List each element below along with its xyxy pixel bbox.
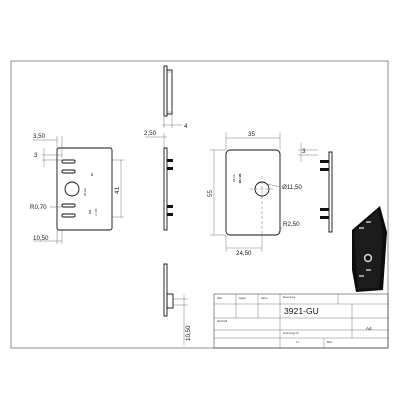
isometric-preview [352, 206, 387, 292]
front-view-left: 64 Ø6 mm S,8 17,108 3,50 3 R0,70 41 10,5… [30, 133, 124, 244]
dim-hole-diameter: Ø11,50 [282, 184, 302, 191]
title-block-label: Blatt [327, 341, 332, 344]
bottom-plate [163, 263, 168, 317]
dim-bottom-offset: 10,50 [33, 235, 49, 242]
title-block-label: Zeichnungs-Nr. [283, 332, 300, 335]
dim-side-width: 2,50 [144, 130, 157, 137]
dim-bottom-view: 10,50 [185, 325, 192, 341]
sheet-size: A4 [366, 326, 372, 331]
top-view: 4 [162, 65, 188, 130]
slot [61, 213, 76, 218]
sheet-border [10, 60, 389, 349]
title-block-label: Werkstoff [217, 320, 227, 323]
dim-side-depth: 4 [184, 123, 188, 130]
dim-hole-offset: 24,50 [236, 250, 252, 257]
side-view-right [320, 151, 333, 233]
engraving-text: S,8 [88, 210, 92, 214]
side-plate [163, 147, 168, 231]
dim-corner-radius-right: R2,50 [283, 221, 300, 228]
title-block: Maß Datum Name Werkstoff Benennung Zeich… [213, 293, 389, 349]
slot [61, 169, 76, 174]
drawing-number: 3921-GU [284, 306, 319, 316]
title-block-label: Benennung [283, 296, 296, 299]
dim-slot-height: 3 [34, 152, 38, 159]
title-block-label: Maß [217, 297, 222, 300]
side-view: 2,50 [144, 130, 173, 231]
slot [61, 203, 76, 208]
title-block-label: Name [261, 297, 268, 300]
dim-width: 35 [248, 131, 255, 138]
engraving-text: Ø6 mm [233, 174, 236, 182]
engraving-text: M6 / M8 [238, 173, 242, 183]
side-plate-right [328, 151, 333, 233]
center-hole-left [64, 181, 80, 197]
slot [61, 159, 76, 164]
title-block-label: Datum [239, 297, 246, 300]
engraving-text: 17,108 [95, 208, 98, 216]
plate-outline-right [225, 149, 281, 236]
bottom-view: 10,50 [163, 263, 192, 345]
dim-height-right: 55 [207, 190, 214, 197]
dim-height: 41 [114, 187, 121, 194]
drawing-scale: 1:1 [296, 341, 300, 344]
plate-outline-left [56, 147, 113, 231]
engraving-text: Ø6 mm [84, 188, 87, 196]
engraving-text: 64 [90, 173, 94, 176]
dim-top-offset: 3,50 [33, 133, 46, 140]
dim-corner-radius: R0,70 [30, 204, 47, 211]
dim-slot-height-right: 3 [302, 148, 306, 155]
front-view-right: Ø6 mm M6 / M8 35 55 Ø11,50 R2,50 24,50 3 [207, 131, 318, 257]
